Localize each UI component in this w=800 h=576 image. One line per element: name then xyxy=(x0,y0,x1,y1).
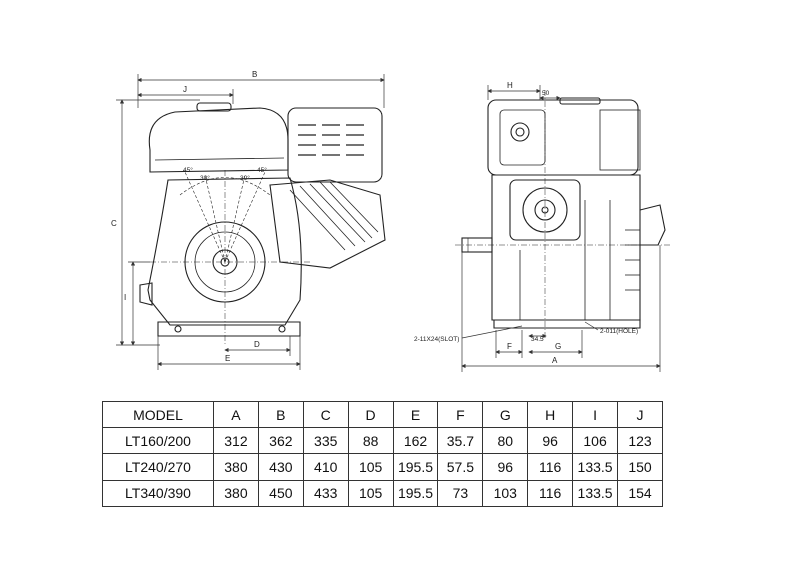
table-header-row: MODEL A B C D E F G H I J xyxy=(102,401,663,428)
table-cell: 133.5 xyxy=(572,453,619,481)
front-dimensions xyxy=(116,74,385,370)
dim-label-e: E xyxy=(225,354,230,363)
dim-label-j: J xyxy=(183,85,187,94)
table-header-cell: H xyxy=(527,401,574,428)
table-cell: LT340/390 xyxy=(102,479,214,508)
dim-label-f: F xyxy=(507,342,512,351)
side-view xyxy=(455,90,670,340)
table-header-cell: MODEL xyxy=(102,401,214,428)
table-header-cell: J xyxy=(617,401,663,428)
table-cell: 103 xyxy=(482,479,529,508)
dim-label-i: I xyxy=(124,293,126,302)
table-cell: 162 xyxy=(392,426,439,455)
dim-label-d: D xyxy=(254,340,260,349)
angle-label-4: 45° xyxy=(257,166,267,174)
dimension-spec-table: MODEL A B C D E F G H I J LT160/200 312 … xyxy=(102,401,663,508)
side-dimensions xyxy=(461,85,661,372)
table-cell: 116 xyxy=(527,453,574,481)
callout-hole: 2-011(HOLE) xyxy=(600,328,638,335)
table-cell: 195.5 xyxy=(392,453,439,481)
table-row: LT340/390 380 450 433 105 195.5 73 103 1… xyxy=(102,479,663,508)
table-cell: 35.7 xyxy=(437,426,484,455)
table-cell: 96 xyxy=(527,426,574,455)
table-row: LT240/270 380 430 410 105 195.5 57.5 96 … xyxy=(102,453,663,481)
table-cell: 105 xyxy=(347,453,394,481)
table-header-cell: D xyxy=(347,401,394,428)
table-cell: 362 xyxy=(257,426,304,455)
table-cell: 433 xyxy=(302,479,349,508)
table-cell: 154 xyxy=(617,479,663,508)
angle-label-3: 30° xyxy=(240,174,250,182)
dim-label-h: H xyxy=(507,81,513,90)
table-cell: 80 xyxy=(482,426,529,455)
table-header-cell: B xyxy=(257,401,304,428)
angle-label-2: 30° xyxy=(200,174,210,182)
table-cell: 380 xyxy=(213,453,259,481)
table-header-cell: F xyxy=(437,401,484,428)
table-header-cell: I xyxy=(572,401,619,428)
table-cell: 450 xyxy=(257,479,304,508)
table-cell: 430 xyxy=(257,453,304,481)
callout-slot: 2-11X24(SLOT) xyxy=(414,336,459,343)
side-dimension-labels: H 50 F 34.5 G A 2-11X24(SLOT) 2-011(HOLE… xyxy=(414,81,638,365)
table-cell: 123 xyxy=(617,426,663,455)
dim-h-offset: 50 xyxy=(542,90,550,97)
table-header-cell: C xyxy=(302,401,349,428)
table-cell: 312 xyxy=(213,426,259,455)
table-cell: LT160/200 xyxy=(102,426,214,455)
table-cell: 380 xyxy=(213,479,259,508)
engine-dimension-drawing: B J C I D E 45° 30° 30° 45° xyxy=(111,70,670,372)
table-cell: 150 xyxy=(617,453,663,481)
dim-label-c: C xyxy=(111,219,117,228)
table-cell: 57.5 xyxy=(437,453,484,481)
table-cell: 116 xyxy=(527,479,574,508)
table-cell: 106 xyxy=(572,426,619,455)
angle-label-1: 45° xyxy=(183,166,193,174)
dim-g-offset: 34.5 xyxy=(531,336,544,343)
front-view xyxy=(139,102,386,345)
table-row: LT160/200 312 362 335 88 162 35.7 80 96 … xyxy=(102,426,663,455)
dim-label-b: B xyxy=(252,70,257,79)
table-cell: 335 xyxy=(302,426,349,455)
table-cell: 133.5 xyxy=(572,479,619,508)
table-cell: LT240/270 xyxy=(102,453,214,481)
table-header-cell: A xyxy=(213,401,259,428)
table-header-cell: E xyxy=(392,401,439,428)
table-cell: 96 xyxy=(482,453,529,481)
table-cell: 410 xyxy=(302,453,349,481)
dim-label-a: A xyxy=(552,356,558,365)
table-cell: 88 xyxy=(347,426,394,455)
table-cell: 105 xyxy=(347,479,394,508)
table-header-cell: G xyxy=(482,401,529,428)
dim-label-g: G xyxy=(555,342,561,351)
table-cell: 195.5 xyxy=(392,479,439,508)
front-dimension-labels: B J C I D E 45° 30° 30° 45° xyxy=(111,70,267,363)
table-cell: 73 xyxy=(437,479,484,508)
